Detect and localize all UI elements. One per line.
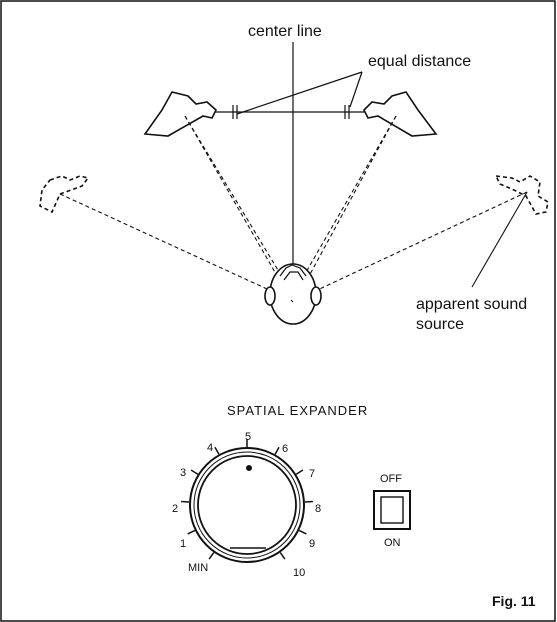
apparent-source-pointer (471, 191, 528, 288)
dial-label-2: 2 (172, 503, 178, 515)
dial-tick-7 (295, 469, 304, 475)
dial-tick-min (208, 552, 215, 560)
apparent-source-label-line2: source (416, 316, 464, 333)
dial-label-min: MIN (188, 562, 208, 574)
sound-paths (59, 115, 528, 301)
dial-scale-labels: MIN 1 2 3 4 5 6 7 8 9 10 (172, 431, 321, 579)
equal-distance-pointers (236, 71, 363, 115)
panel-title: SPATIAL EXPANDER (227, 403, 368, 418)
dial-label-5: 5 (245, 431, 251, 443)
dial-tick-3 (190, 469, 199, 475)
dial-label-4: 4 (207, 442, 213, 454)
spatial-expander-knob[interactable] (189, 447, 305, 563)
listener-hair (279, 264, 307, 281)
listener-ear-lines (290, 299, 294, 303)
dial-label-9: 9 (309, 538, 315, 550)
switch-rocker (380, 496, 404, 524)
apparent-source-label-line1: apparent sound (416, 296, 527, 313)
dial-tick-1 (187, 529, 196, 535)
equal-distance-ticks (232, 105, 350, 119)
dial-label-3: 3 (180, 467, 186, 479)
knob-outer-ring (189, 447, 305, 563)
power-switch[interactable] (373, 490, 411, 530)
listener-head (264, 263, 322, 325)
switch-off-label: OFF (380, 473, 402, 485)
dial-label-1: 1 (180, 538, 186, 550)
switch-on-label: ON (384, 537, 401, 549)
dial-label-8: 8 (315, 503, 321, 515)
figure-number: Fig. 11 (492, 593, 536, 609)
dial-tick-4 (214, 446, 220, 455)
center-line-label: center line (248, 23, 322, 40)
dial-label-6: 6 (282, 443, 288, 455)
control-panel: SPATIAL EXPANDER MIN 1 2 3 4 5 6 7 8 9 1… (172, 403, 411, 579)
dial-tick-6 (274, 446, 280, 455)
equal-distance-label: equal distance (368, 53, 471, 70)
speaker-left (143, 91, 217, 137)
apparent-speaker-right (494, 175, 549, 215)
dial-label-7: 7 (309, 468, 315, 480)
dial-tick-10 (279, 552, 286, 560)
speaker-right (363, 91, 438, 137)
apparent-speaker-left (39, 175, 90, 214)
knob-inner-ring (197, 455, 297, 555)
knob-indicator-dot (246, 465, 252, 471)
listening-diagram: center line equal distance (39, 23, 549, 333)
dial-label-10: 10 (293, 567, 305, 579)
dial-tick-9 (298, 529, 307, 535)
knob-middle-ring (193, 451, 301, 559)
dial-ticks (181, 439, 313, 560)
